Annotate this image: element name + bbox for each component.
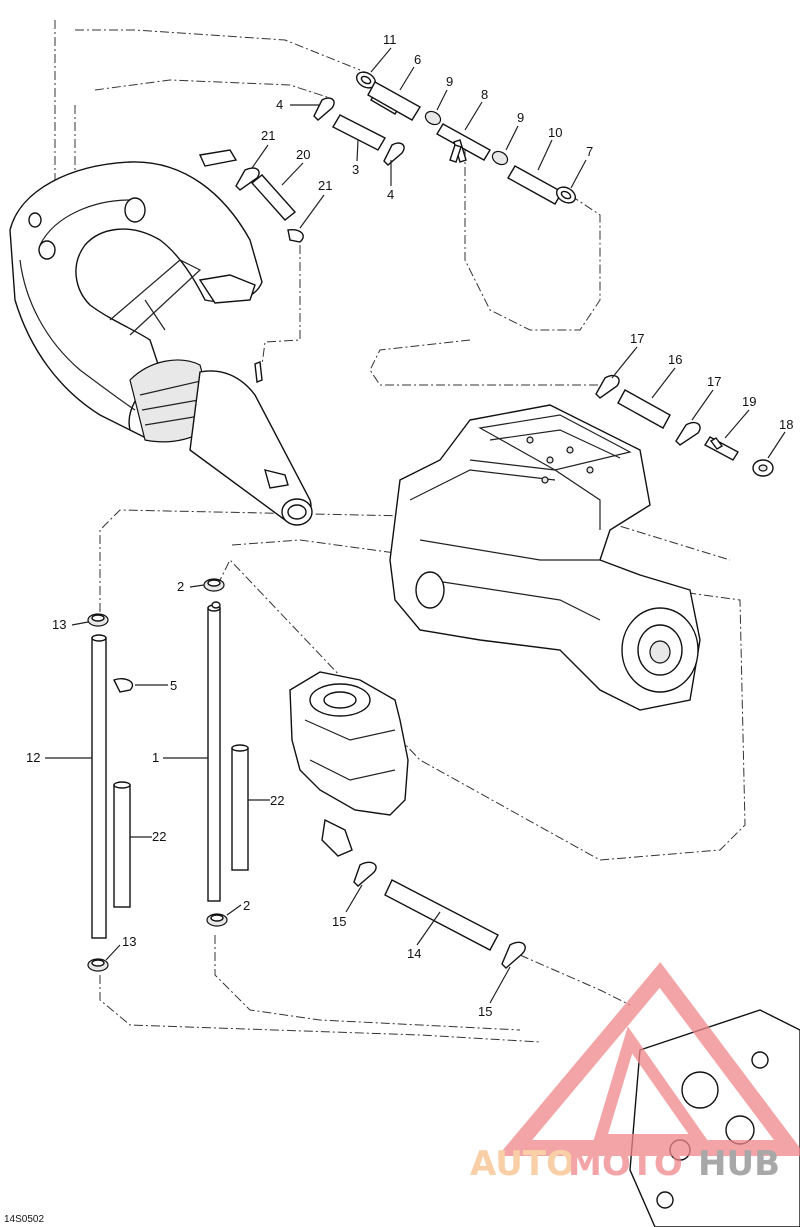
callout-6: 6 — [414, 52, 421, 67]
engine-block — [389, 404, 701, 711]
hose-routing-lines — [39, 20, 746, 1043]
callout-7: 7 — [586, 144, 593, 159]
ride-plate — [629, 1009, 800, 1227]
callout-16: 16 — [668, 352, 682, 367]
callout-22: 22 — [270, 793, 284, 808]
callout-8: 8 — [481, 87, 488, 102]
callout-22: 22 — [152, 829, 166, 844]
hose-14 — [353, 861, 526, 969]
callout-21: 21 — [318, 178, 332, 193]
exhaust-muffler — [9, 161, 263, 441]
callout-9: 9 — [517, 110, 524, 125]
exhaust-tail-cone — [189, 370, 313, 526]
hose-fittings-top — [313, 71, 577, 205]
jet-pump-housing — [289, 671, 409, 857]
callout-12: 12 — [26, 750, 40, 765]
callout-17: 17 — [630, 331, 644, 346]
watermark-triangle-outer — [497, 962, 800, 1156]
leader-lines — [45, 47, 786, 1004]
callout-5: 5 — [170, 678, 177, 693]
watermark-text-moto: MOTO — [568, 1144, 683, 1184]
watermark-logo: AUTO MOTO HUB — [470, 962, 800, 1184]
hose-22-right — [231, 744, 249, 871]
watermark-text-auto: AUTO — [470, 1144, 575, 1184]
watermark-triangle-inner — [591, 1026, 712, 1146]
callout-1: 1 — [152, 750, 159, 765]
callout-13: 13 — [52, 617, 66, 632]
callout-21: 21 — [261, 128, 275, 143]
clamps-bottom-left — [87, 578, 228, 972]
hose-22-left — [113, 781, 131, 908]
callout-labels: 11 6 9 8 9 10 7 4 3 4 21 20 21 17 16 17 … — [4, 32, 793, 1225]
callout-20: 20 — [296, 147, 310, 162]
callout-15: 15 — [332, 914, 346, 929]
callout-17: 17 — [707, 374, 721, 389]
callout-14: 14 — [407, 946, 421, 961]
callout-4: 4 — [387, 187, 394, 202]
hose-12 — [91, 634, 107, 939]
callout-9: 9 — [446, 74, 453, 89]
watermark-text-hub: HUB — [698, 1144, 780, 1184]
hose-fittings-mid-right — [595, 374, 774, 477]
callout-15: 15 — [478, 1004, 492, 1019]
figure-code: 14S0502 — [4, 1214, 44, 1225]
callout-11: 11 — [383, 32, 397, 47]
hose-1 — [207, 604, 221, 902]
callout-13: 13 — [122, 934, 136, 949]
hose-fittings-upper-left — [198, 149, 304, 383]
callout-18: 18 — [779, 417, 793, 432]
callout-4: 4 — [276, 97, 283, 112]
callout-2: 2 — [243, 898, 250, 913]
callout-10: 10 — [548, 125, 562, 140]
callout-3: 3 — [352, 162, 359, 177]
callout-19: 19 — [742, 394, 756, 409]
callout-2: 2 — [177, 579, 184, 594]
